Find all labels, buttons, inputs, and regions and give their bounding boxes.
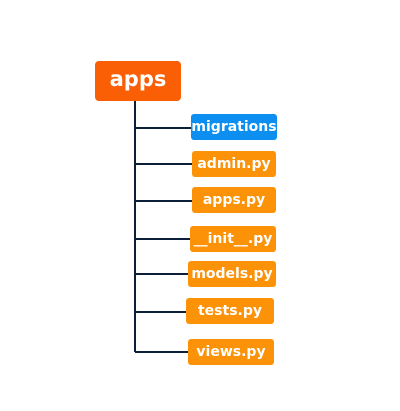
- node-label: admin.py: [197, 156, 271, 172]
- node-label: views.py: [196, 344, 266, 360]
- node-label: apps.py: [202, 192, 266, 208]
- node-label: __init__.py: [193, 231, 273, 247]
- node-label: tests.py: [197, 303, 262, 319]
- node-tests-py: tests.py: [186, 298, 274, 324]
- root-node-apps: apps: [95, 61, 181, 101]
- node-apps-py: apps.py: [192, 187, 276, 213]
- node-views-py: views.py: [188, 339, 274, 365]
- node-migrations: migrations: [191, 114, 277, 140]
- root-node-label: apps: [109, 67, 167, 91]
- node-label: migrations: [191, 119, 277, 135]
- node-admin-py: admin.py: [192, 151, 276, 177]
- node-init-py: __init__.py: [190, 226, 276, 252]
- node-models-py: models.py: [188, 261, 276, 287]
- node-label: models.py: [191, 266, 273, 282]
